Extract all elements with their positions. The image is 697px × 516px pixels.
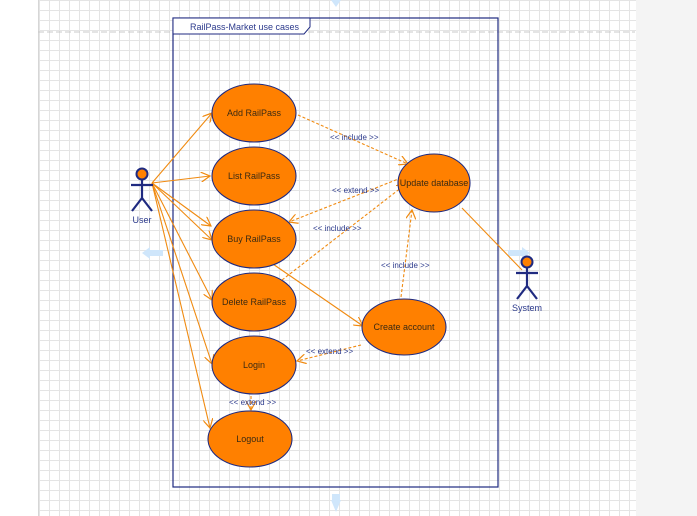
use-case-update-database[interactable] <box>397 153 471 213</box>
relation-label-include: << include >> <box>330 133 379 142</box>
relation-label-include: << include >> <box>313 224 362 233</box>
use-case-delete-railpass[interactable] <box>211 272 297 332</box>
scroll-right-hint-stem <box>508 250 522 256</box>
use-case-label: Delete RailPass <box>222 297 287 307</box>
relation-label-extend: << extend >> <box>229 398 276 407</box>
system-boundary[interactable] <box>172 17 499 488</box>
use-case-label: Login <box>243 360 265 370</box>
include-create-update[interactable] <box>400 210 412 298</box>
association-update-system[interactable] <box>461 207 523 271</box>
association-user-add[interactable] <box>151 113 212 184</box>
use-case-login[interactable] <box>211 335 297 395</box>
association-user-buy-2[interactable] <box>151 182 212 240</box>
use-case-logout[interactable] <box>207 410 293 468</box>
extend-create-login[interactable] <box>297 344 362 361</box>
association-user-login[interactable] <box>151 182 212 364</box>
canvas-margin <box>636 0 697 516</box>
scroll-left-hint-stem <box>150 250 163 256</box>
use-case-create-account[interactable] <box>361 298 447 356</box>
frame-title: RailPass-Market use cases <box>190 22 300 32</box>
scroll-down-hint-stem <box>332 494 340 502</box>
include-delete-update[interactable] <box>281 184 406 281</box>
use-case-add-railpass[interactable] <box>211 83 297 143</box>
use-case-label: Create account <box>373 322 435 332</box>
actor-user-label: User <box>132 215 151 225</box>
use-case-label: Buy RailPass <box>227 234 281 244</box>
association-user-delete[interactable] <box>151 182 212 300</box>
association-user-list[interactable] <box>151 176 210 184</box>
relation-label-extend: << extend >> <box>332 186 379 195</box>
scroll-down-hint-icon <box>331 500 341 512</box>
diagram-canvas <box>38 0 637 516</box>
use-case-buy-railpass[interactable] <box>211 209 297 269</box>
actor-system-label: System <box>512 303 542 313</box>
scroll-right-hint-icon <box>522 247 530 259</box>
scroll-up-hint-icon <box>331 0 341 7</box>
use-case-label: List RailPass <box>228 171 281 181</box>
frame-title-tab <box>172 17 311 35</box>
actor-head-icon <box>135 167 149 181</box>
actor-user[interactable] <box>131 167 153 212</box>
actor-head-icon <box>520 255 534 269</box>
extend-update-buy[interactable] <box>289 175 407 222</box>
use-case-label: Logout <box>236 434 264 444</box>
include-add-update[interactable] <box>297 114 408 164</box>
association-buy-create[interactable] <box>269 261 363 326</box>
use-case-label: Update database <box>400 178 469 188</box>
use-case-list-railpass[interactable] <box>211 146 297 206</box>
scroll-left-hint-icon <box>142 247 150 259</box>
use-case-label: Add RailPass <box>227 108 282 118</box>
association-user-logout[interactable] <box>151 182 210 428</box>
association-user-buy[interactable] <box>151 182 211 226</box>
relation-label-include: << include >> <box>381 261 430 270</box>
relation-label-extend: << extend >> <box>306 347 353 356</box>
actor-system[interactable] <box>516 255 538 300</box>
